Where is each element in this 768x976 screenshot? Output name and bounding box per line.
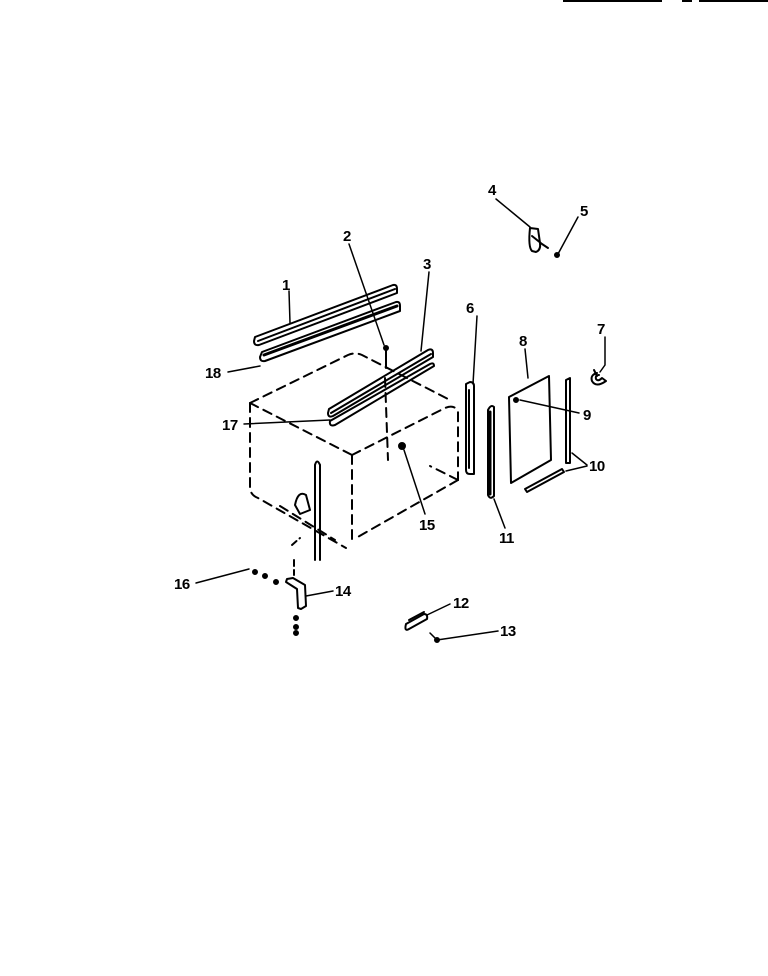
part-11-strip bbox=[487, 405, 495, 499]
callout-3: 3 bbox=[423, 256, 431, 273]
part-10-gaskets bbox=[524, 377, 571, 493]
part-16-screws bbox=[252, 569, 299, 636]
callout-14: 14 bbox=[335, 583, 351, 600]
leader-4 bbox=[495, 198, 531, 228]
part-14-bracket bbox=[285, 537, 307, 610]
callout-16: 16 bbox=[174, 576, 190, 593]
part-12-bracket bbox=[404, 611, 429, 631]
callout-17: 17 bbox=[222, 417, 238, 434]
part-7-clip bbox=[590, 369, 607, 386]
leader-5 bbox=[557, 216, 579, 255]
callout-8: 8 bbox=[519, 333, 527, 350]
leader-8 bbox=[524, 348, 529, 379]
header-rule-3 bbox=[699, 0, 768, 2]
callout-15: 15 bbox=[419, 517, 435, 534]
leader-16 bbox=[195, 568, 250, 584]
callout-5: 5 bbox=[580, 203, 588, 220]
leader-15 bbox=[403, 449, 426, 515]
leader-12 bbox=[426, 603, 451, 616]
callout-9: 9 bbox=[583, 407, 591, 424]
part-4-bracket bbox=[528, 227, 549, 253]
leader-1 bbox=[288, 290, 291, 324]
callout-10: 10 bbox=[589, 458, 605, 475]
leader-11 bbox=[493, 498, 506, 529]
front-vertical-rail bbox=[314, 460, 321, 561]
leader-13 bbox=[429, 630, 499, 641]
part-15-screw bbox=[398, 442, 406, 450]
callout-13: 13 bbox=[500, 623, 516, 640]
part-1-top-rail bbox=[253, 283, 398, 347]
leader-lines bbox=[195, 198, 606, 641]
header-rule-1 bbox=[563, 0, 662, 2]
leader-17 bbox=[243, 419, 331, 425]
cabinet-outline bbox=[249, 352, 459, 549]
callout-2: 2 bbox=[343, 228, 351, 245]
leader-18 bbox=[227, 365, 261, 373]
header-rule-2 bbox=[682, 0, 692, 2]
callout-4: 4 bbox=[488, 182, 496, 199]
leader-3 bbox=[420, 271, 430, 352]
callout-11: 11 bbox=[499, 530, 514, 547]
callout-18: 18 bbox=[205, 365, 221, 382]
leader-6 bbox=[472, 315, 478, 385]
leader-9 bbox=[519, 399, 580, 414]
callout-6: 6 bbox=[466, 300, 474, 317]
leader-7 bbox=[599, 336, 606, 373]
part-2-screw bbox=[383, 345, 389, 369]
callout-12: 12 bbox=[453, 595, 469, 612]
leader-10 bbox=[565, 452, 588, 472]
part-6-side-bracket bbox=[465, 381, 475, 475]
cabinet-left-bracket bbox=[279, 492, 336, 541]
leader-2 bbox=[348, 243, 385, 346]
leader-14 bbox=[305, 590, 334, 597]
part-3-rail bbox=[327, 348, 435, 427]
part-18-rail bbox=[259, 300, 401, 363]
part-9-screw bbox=[513, 397, 519, 403]
callout-7: 7 bbox=[597, 321, 605, 338]
callout-1: 1 bbox=[282, 277, 290, 294]
part-8-panel bbox=[508, 375, 552, 484]
